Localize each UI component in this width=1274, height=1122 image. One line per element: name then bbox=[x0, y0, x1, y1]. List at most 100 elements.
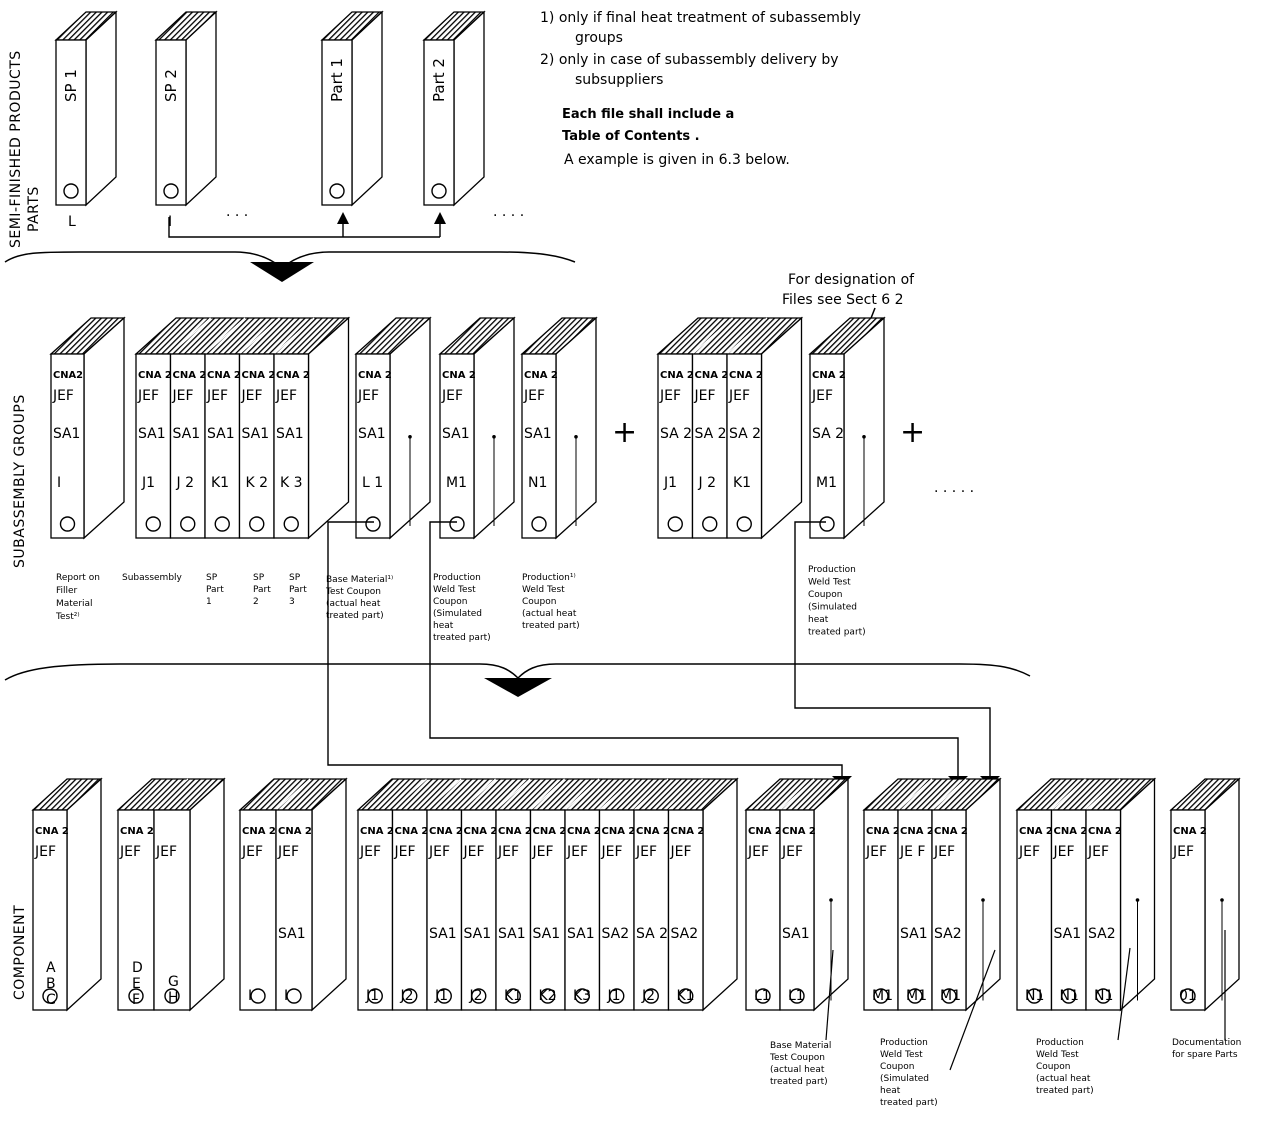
caption-line: SP bbox=[289, 573, 301, 583]
binder-code: CNA 2 bbox=[120, 826, 154, 837]
component-group-8: CNA 2JEF01 bbox=[1171, 779, 1239, 1010]
binder-group: SA 2 bbox=[812, 426, 844, 442]
plus-sign-1: + bbox=[612, 415, 637, 450]
caption-line: Production bbox=[1036, 1038, 1084, 1048]
binder-project: JEF bbox=[523, 388, 545, 404]
binder-group: SA1 bbox=[498, 926, 526, 942]
binder-code: CNA 2 bbox=[812, 370, 846, 381]
caption-line: (actual heat bbox=[770, 1065, 825, 1075]
binder-code: CNA 2 bbox=[660, 370, 694, 381]
semi-finished-binder-2-side bbox=[186, 12, 216, 205]
binder-project: JEF bbox=[119, 844, 141, 860]
binder-code: CNA 2 bbox=[242, 826, 276, 837]
binder-spine: SP 2 bbox=[156, 40, 186, 205]
dots-row1-b: . . . . bbox=[493, 204, 524, 220]
caption-line: Weld Test bbox=[433, 585, 476, 595]
binder-spine: CNA 2JEFSA1N1 bbox=[1052, 810, 1088, 1010]
caption-component-production-weld-simulated: ProductionWeld TestCoupon(Simulatedheatt… bbox=[880, 1038, 938, 1108]
semi-finished-binder-3-side bbox=[352, 12, 382, 205]
binder-part-letter: C bbox=[46, 992, 56, 1008]
binder-spine: CNA 2JEFSA2K1 bbox=[669, 810, 705, 1010]
binder-part: J2 bbox=[469, 988, 483, 1004]
binder-project: JEF bbox=[1172, 844, 1194, 860]
binder-code: CNA 2 bbox=[395, 826, 429, 837]
binder-project: JEF bbox=[670, 844, 692, 860]
binder-spine: CNA 2JEFDEF bbox=[118, 810, 154, 1010]
caption-line: (Simulated bbox=[808, 603, 857, 613]
binder-group: SA1 bbox=[782, 926, 810, 942]
binder-part: J 2 bbox=[698, 475, 717, 491]
binder-part-letter: G bbox=[168, 974, 179, 990]
binder-project: JE F bbox=[899, 844, 925, 860]
binder-group: SA1 bbox=[524, 426, 552, 442]
caption-line: 1 bbox=[206, 597, 212, 607]
binder-spine: CNA 2JEFSA2N1 bbox=[1086, 810, 1122, 1010]
subassembly-group-5: CNA 2JEFSA1N1 bbox=[522, 318, 596, 538]
binder-code: CNA 2 bbox=[636, 826, 670, 837]
binder-part: L1 bbox=[754, 988, 771, 1004]
binder-project: JEF bbox=[137, 388, 159, 404]
table-of-contents-note-line3: A example is given in 6.3 below. bbox=[564, 152, 790, 168]
binder-part: 01 bbox=[1179, 988, 1197, 1004]
binder-spine: CNA 2JEFSA 2J1 bbox=[658, 354, 694, 538]
semi-finished-binder-2: SP 2 bbox=[156, 12, 216, 205]
semi-finished-row: SP 1LSP 2IPart 1Part 2 bbox=[56, 12, 484, 230]
footnotes: 1) only if final heat treatment of subas… bbox=[540, 10, 915, 308]
caption-line: treated part) bbox=[1036, 1086, 1094, 1096]
binder-part: N1 bbox=[1060, 988, 1079, 1004]
caption-line: heat bbox=[808, 615, 829, 625]
caption-component-base-material: Base MaterialTest Coupon(actual heattrea… bbox=[769, 1041, 831, 1087]
binder-code: CNA 2 bbox=[138, 370, 172, 381]
binder-code: CNA 2 bbox=[442, 370, 476, 381]
binder-part: J1 bbox=[434, 988, 448, 1004]
binder-code: CNA 2 bbox=[782, 826, 816, 837]
caption-sp-part-1: SPPart1 bbox=[206, 573, 224, 607]
caption-line: Base Material¹⁾ bbox=[326, 575, 393, 585]
binder-code: CNA 2 bbox=[900, 826, 934, 837]
caption-line: heat bbox=[880, 1086, 901, 1096]
binder-code: CNA 2 bbox=[278, 826, 312, 837]
semi-finished-binder-4: Part 2 bbox=[424, 12, 484, 205]
binder-spine: CNA 2JEFSA 2M1 bbox=[810, 354, 846, 538]
binder-spine: SP 1 bbox=[56, 40, 86, 205]
caption-line: Base Material bbox=[770, 1041, 831, 1051]
binder-part-letter: F bbox=[132, 992, 140, 1008]
caption-sp-part-2: SPPart2 bbox=[253, 573, 271, 607]
binder-code: CNA2 bbox=[53, 370, 83, 381]
binder-label: SP 1 bbox=[62, 69, 80, 102]
brace-2-arrow bbox=[484, 678, 552, 697]
binder-project: JEF bbox=[781, 844, 803, 860]
caption-line: Coupon bbox=[808, 590, 842, 600]
designation-note-line1: For designation of bbox=[788, 272, 915, 288]
plus-sign-2: + bbox=[900, 415, 925, 450]
binder-label: Part 1 bbox=[328, 58, 346, 102]
binder-spine: CNA 2JEFSA1M1 bbox=[440, 354, 476, 538]
binder-code: CNA 2 bbox=[602, 826, 636, 837]
subassembly-group-6: CNA 2JEFSA 2J1CNA 2JEFSA 2J 2CNA 2JEFSA … bbox=[658, 318, 802, 538]
binder-part: N1 bbox=[1025, 988, 1044, 1004]
caption-line: treated part) bbox=[808, 628, 866, 638]
binder-group: SA1 bbox=[242, 426, 270, 442]
caption-production-weld-simulated-2: ProductionWeld TestCoupon(Simulatedheatt… bbox=[808, 565, 866, 638]
binder-group: SA1 bbox=[533, 926, 561, 942]
footnote-2-line2: subsuppliers bbox=[575, 72, 663, 88]
caption-line: Production bbox=[808, 565, 856, 575]
caption-line: SP bbox=[206, 573, 218, 583]
binder-part: K 2 bbox=[246, 475, 269, 491]
binder-code: CNA 2 bbox=[671, 826, 705, 837]
binder-project: JEF bbox=[1053, 844, 1075, 860]
subassembly-group-4: CNA 2JEFSA1M1 bbox=[440, 318, 514, 538]
binder-code: CNA 2 bbox=[729, 370, 763, 381]
section-label-component: COMPONENT bbox=[12, 905, 28, 1000]
binder-part: K1 bbox=[504, 988, 522, 1004]
caption-line: treated part) bbox=[522, 621, 580, 631]
binder-part-letter: E bbox=[132, 976, 141, 992]
binder-group: SA2 bbox=[1088, 926, 1116, 942]
binder-project: JEF bbox=[172, 388, 194, 404]
caption-line: SP bbox=[253, 573, 265, 583]
